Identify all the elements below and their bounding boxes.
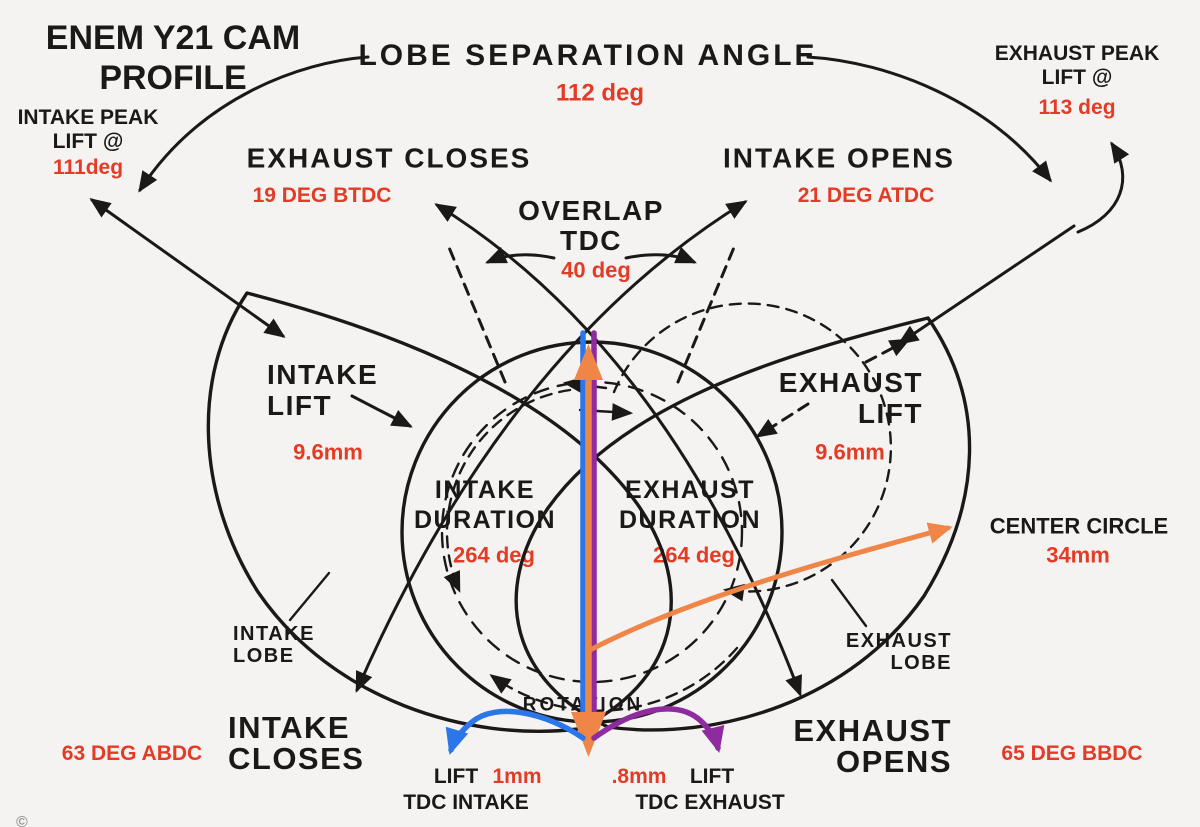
rotation-label: ROTATION	[522, 694, 644, 716]
tdc-intake-lift-value: 1mm	[492, 765, 542, 789]
tdc-axis-up-arrowhead	[574, 344, 603, 380]
overlap-tdc-value: 40 deg	[561, 257, 631, 283]
cutoff-watermark: ©	[16, 814, 30, 827]
intake-peak-axis-arrow	[89, 198, 286, 338]
exhaust-duration-start-arrow	[578, 403, 634, 421]
lobe-separation-angle-label: LOBE SEPARATION ANGLE	[358, 39, 818, 73]
exhaust-closes-label: EXHAUST CLOSES	[246, 142, 532, 174]
exhaust-peak-axis-arrow	[897, 224, 1076, 345]
tdc-exhaust-lift-label: LIFT	[689, 765, 735, 789]
tdc-exhaust-lift-value: .8mm	[611, 765, 667, 789]
exhaust-closes-flank-dashed	[446, 243, 507, 384]
intake-closes-value: 63 DEG ABDC	[61, 742, 203, 766]
intake-opens-value: 21 DEG ATDC	[797, 184, 935, 208]
intake-lobe-pointer	[288, 571, 331, 622]
tdc-intake-curve-arrow	[445, 708, 586, 755]
exhaust-closes-value: 19 DEG BTDC	[252, 184, 392, 208]
lobe-separation-angle-value: 112 deg	[555, 79, 645, 107]
exhaust-lift-arrow-up	[864, 338, 911, 364]
intake-peak-lift-value: 111deg	[52, 156, 124, 180]
tdc-intake-label: TDC INTAKE	[403, 791, 529, 815]
tdc-intake-lift-label: LIFT	[433, 765, 479, 789]
exhaust-opens-value: 65 DEG BBDC	[1001, 742, 1143, 766]
tdc-exhaust-label: TDC EXHAUST	[635, 791, 785, 815]
exhaust-peak-hook-arrow	[1076, 141, 1130, 234]
exhaust-peak-lift-value: 113 deg	[1038, 96, 1116, 120]
center-circle-value: 34mm	[1046, 542, 1110, 568]
exhaust-lobe-pointer	[830, 578, 868, 628]
exhaust-duration-value: 264 deg	[653, 542, 735, 568]
center-circle-label: CENTER CIRCLE	[989, 513, 1169, 539]
tdc-axis-down-arrowhead	[571, 712, 606, 757]
intake-opens-flank-dashed	[676, 243, 737, 384]
intake-opens-to-closes-line	[355, 200, 748, 693]
intake-duration-start-arrow	[562, 376, 608, 394]
intake-lift-value: 9.6mm	[293, 439, 363, 465]
intake-opens-label: INTAKE OPENS	[723, 142, 955, 174]
exhaust-lift-value: 9.6mm	[815, 439, 885, 465]
intake-duration-value: 264 deg	[453, 542, 535, 568]
